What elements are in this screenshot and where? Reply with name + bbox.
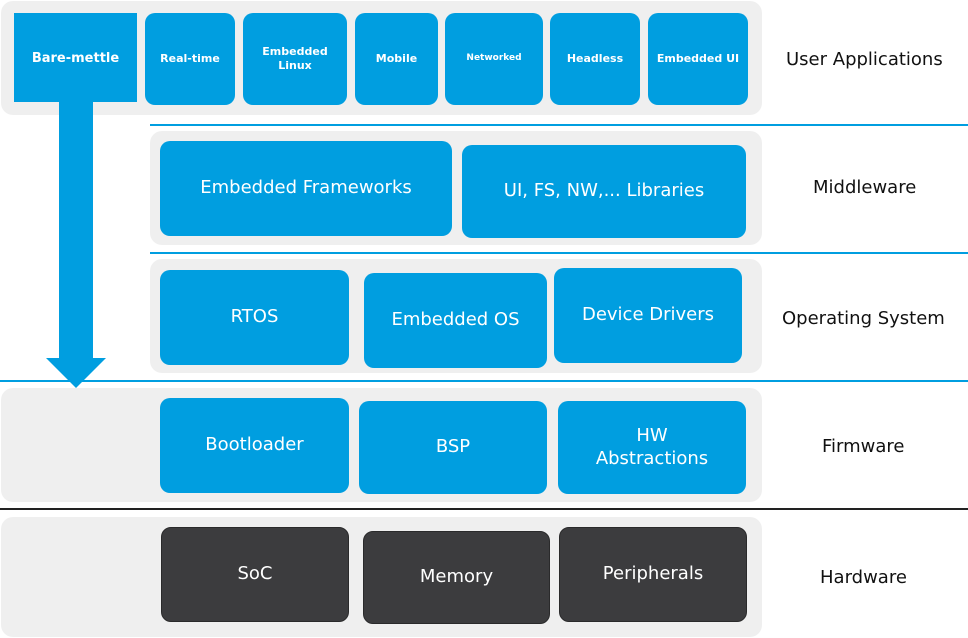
layer-label-user-applications: User Applications (786, 49, 943, 70)
embedded-frameworks-box: Embedded Frameworks (160, 141, 452, 236)
soc-box: SoC (161, 527, 349, 622)
bare-metal-arrow-stem (59, 102, 93, 358)
embedded-os-box: Embedded OS (364, 273, 547, 368)
os-label: Embedded OS (391, 309, 520, 331)
firmware-label: HW Abstractions (595, 425, 709, 469)
app-networked-box: Networked (445, 13, 543, 105)
app-realtime-box: Real-time (145, 13, 235, 105)
app-label: Embedded UI (656, 52, 740, 66)
os-label: RTOS (230, 306, 279, 328)
hw-abstractions-box: HW Abstractions (558, 401, 746, 494)
app-embedded-ui-box: Embedded UI (648, 13, 748, 105)
divider-line (150, 124, 968, 126)
app-headless-box: Headless (550, 13, 640, 105)
bootloader-box: Bootloader (160, 398, 349, 493)
hardware-label: SoC (237, 563, 273, 585)
app-mobile-box: Mobile (355, 13, 438, 105)
app-label: Networked (466, 53, 522, 64)
divider-line (0, 508, 968, 510)
app-label: Headless (566, 52, 624, 66)
app-label: Embedded Linux (262, 45, 328, 72)
memory-box: Memory (363, 531, 550, 624)
firmware-label: BSP (435, 436, 471, 458)
app-label: Real-time (160, 52, 220, 66)
app-embedded-linux-box: Embedded Linux (243, 13, 347, 105)
libraries-box: UI, FS, NW,... Libraries (462, 145, 746, 238)
device-drivers-box: Device Drivers (554, 268, 742, 363)
peripherals-box: Peripherals (559, 527, 747, 622)
middleware-label: Embedded Frameworks (200, 177, 412, 199)
divider-line (150, 252, 968, 254)
layer-label-firmware: Firmware (822, 436, 905, 457)
app-label: Mobile (375, 52, 418, 66)
arrow-down-icon (46, 358, 106, 388)
divider-line (0, 380, 968, 382)
layer-label-hardware: Hardware (820, 567, 907, 588)
rtos-box: RTOS (160, 270, 349, 365)
os-label: Device Drivers (581, 304, 715, 326)
layer-label-operating-system: Operating System (782, 308, 945, 329)
middleware-label: UI, FS, NW,... Libraries (503, 180, 705, 202)
bsp-box: BSP (359, 401, 547, 494)
bare-metal-label: Bare-mettle (31, 51, 120, 66)
firmware-label: Bootloader (205, 434, 304, 456)
layer-label-middleware: Middleware (813, 177, 917, 198)
hardware-label: Peripherals (602, 563, 704, 585)
hardware-label: Memory (419, 566, 494, 588)
bare-metal-box: Bare-mettle (14, 13, 137, 102)
